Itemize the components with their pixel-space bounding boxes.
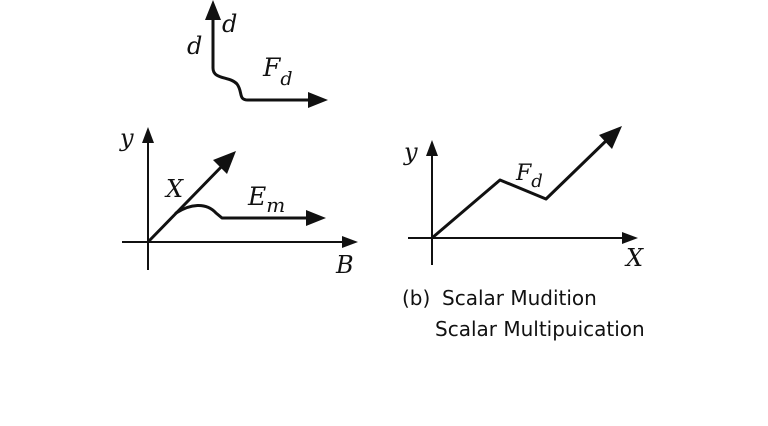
- left-em-arrowhead: [306, 210, 326, 226]
- left-diagram: y B X Em: [119, 124, 358, 279]
- right-F-main: F: [515, 161, 532, 186]
- right-F-label: Fd: [515, 161, 543, 192]
- top-F-label: Fd: [262, 53, 293, 90]
- top-diagram: d d Fd: [187, 0, 328, 108]
- top-d-right-label: d: [222, 10, 237, 38]
- caption-tag: (b): [402, 286, 430, 310]
- left-E-main: E: [247, 182, 266, 211]
- top-F-main: F: [262, 53, 282, 82]
- right-zigzag-arrowhead: [599, 126, 622, 149]
- left-Em-label: Em: [247, 182, 285, 217]
- left-x-label: B: [335, 251, 354, 279]
- left-y-arrowhead: [142, 127, 154, 143]
- left-x-arrowhead: [342, 236, 358, 248]
- right-x-arrowhead: [622, 232, 638, 244]
- left-em-curve: [174, 204, 314, 220]
- right-y-label: y: [403, 138, 418, 166]
- caption-line1: Scalar Mudition: [442, 286, 597, 310]
- right-diagram: y X Fd: [403, 126, 644, 272]
- left-y-label: y: [119, 124, 134, 152]
- right-y-arrowhead: [426, 140, 438, 156]
- left-E-sub: m: [266, 193, 285, 217]
- right-F-sub: d: [531, 171, 543, 192]
- top-F-sub: d: [280, 68, 292, 90]
- left-vector-label: X: [164, 175, 184, 203]
- top-up-arrowhead: [205, 0, 221, 20]
- caption: (b) Scalar Mudition Scalar Multipuicatio…: [402, 286, 645, 341]
- caption-line2: Scalar Multipuication: [435, 317, 645, 341]
- right-x-label: X: [624, 244, 644, 272]
- left-x-vector: [146, 160, 228, 244]
- top-right-arrowhead: [308, 92, 328, 108]
- right-zigzag-path: [430, 135, 612, 240]
- top-curve-path: [211, 12, 317, 102]
- left-x-vector-arrowhead: [213, 151, 236, 174]
- top-d-left-label: d: [187, 32, 202, 60]
